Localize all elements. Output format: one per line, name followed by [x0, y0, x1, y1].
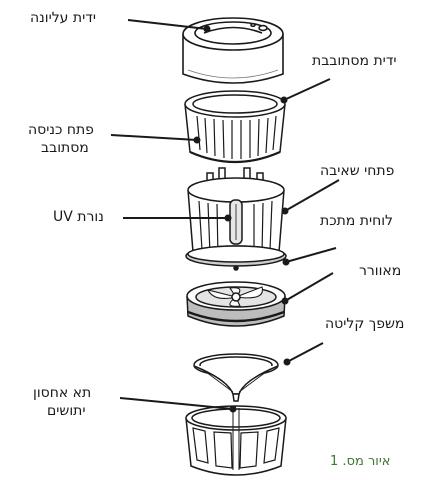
- fan-part: [186, 281, 286, 327]
- label-fan: מאוורר: [359, 263, 402, 279]
- lamp-body-part: [185, 167, 287, 271]
- rotating-handle-part: [184, 90, 286, 164]
- label-rotating-handle: ידית מסתובבת: [312, 53, 397, 69]
- label-rotating-inlet-line2: מסתובב: [41, 140, 89, 156]
- label-rotating-inlet-line1: פתח כניסה: [28, 122, 94, 138]
- suction-funnel-part: [193, 353, 279, 402]
- label-metal-plate: לוחית מתכת: [320, 213, 394, 229]
- figure-caption: איור מס. 1: [330, 454, 391, 469]
- insect-chamber-part: [185, 405, 287, 476]
- leader-lines: [110, 19, 340, 413]
- label-suction-openings: פתחי שאיבה: [320, 163, 395, 179]
- label-insect-chamber-line1: תא אחסון: [33, 385, 92, 401]
- label-insect-chamber-line2: יתושים: [47, 403, 86, 419]
- label-uv-lamp: נורת UV: [53, 209, 104, 225]
- label-top-handle: ידית עליונה: [30, 10, 96, 26]
- label-suction-funnel: משפך קליטה: [325, 316, 405, 332]
